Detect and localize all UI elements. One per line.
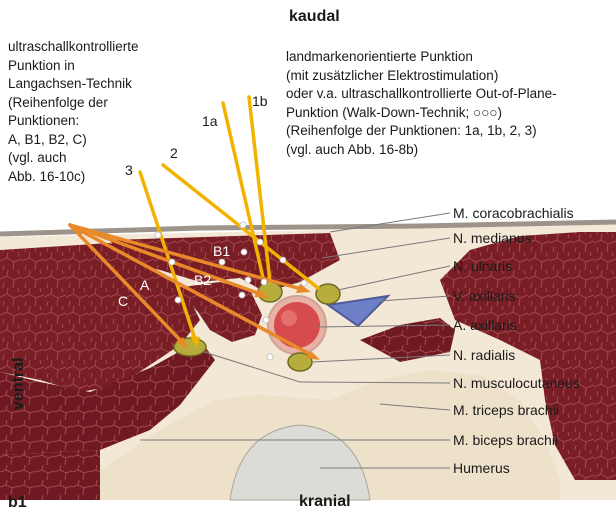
label-triceps: M. triceps brachii — [453, 402, 559, 418]
label-v-axillaris: V. axillaris — [453, 288, 516, 304]
needle-label-1a: 1a — [202, 113, 218, 129]
label-a-axillaris: A. axillaris — [453, 317, 517, 333]
label-radialis: N. radialis — [453, 347, 515, 363]
label-ventral: ventral — [10, 358, 28, 410]
label-humerus: Humerus — [453, 460, 510, 476]
label-kaudal: kaudal — [289, 8, 340, 27]
label-coracobrachialis: M. coracobrachialis — [453, 205, 574, 221]
needle-label-1b: 1b — [252, 93, 268, 109]
label-musculocutaneus: N. musculocutaneus — [453, 375, 580, 391]
panel-label: b1 — [8, 494, 27, 513]
label-kranial: kranial — [299, 493, 351, 512]
label-ulnaris: N. ulnaris — [453, 258, 512, 274]
label-medianus: N. medianus — [453, 230, 532, 246]
needle-label-3: 3 — [125, 162, 133, 178]
needle-label-C: C — [118, 293, 128, 309]
right-note: landmarkenorientierte Punktion (mit zusä… — [286, 48, 557, 159]
needle-label-B2: B2 — [194, 272, 211, 288]
label-biceps: M. biceps brachii — [453, 432, 558, 448]
median-nerve — [316, 284, 340, 304]
axillary-artery-lumen — [274, 302, 320, 348]
needle-label-A: A — [140, 277, 149, 293]
needle-label-B1: B1 — [213, 243, 230, 259]
left-note: ultraschallkontrollierte Punktion in Lan… — [8, 38, 139, 186]
needle-label-2: 2 — [170, 145, 178, 161]
muscle-bottom-left — [0, 450, 100, 500]
